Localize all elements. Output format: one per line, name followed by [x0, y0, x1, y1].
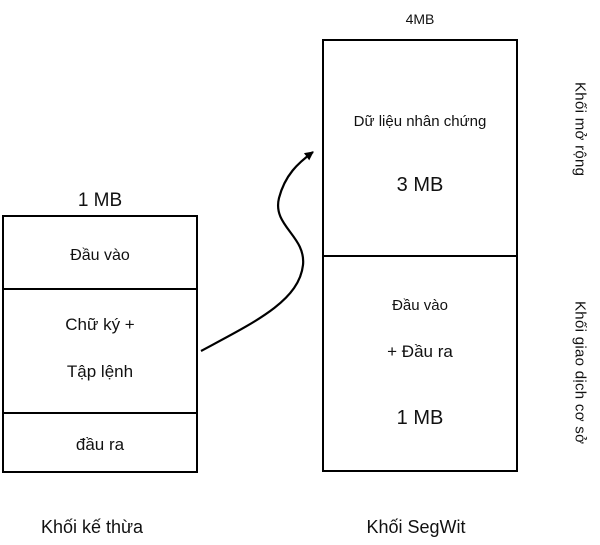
segwit-block: Dữ liệu nhân chứng 3 MB Đầu vào + Đầu ra… [322, 39, 518, 472]
witness-data-label: Dữ liệu nhân chứng [353, 113, 487, 130]
legacy-divider-1 [4, 288, 196, 290]
extension-block-side-label: Khối mở rộng [571, 82, 589, 177]
witness-data-arrow-path [200, 151, 314, 352]
legacy-divider-2 [4, 412, 196, 414]
segwit-divider [324, 255, 516, 257]
segwit-base-size: 1 MB [396, 407, 444, 429]
legacy-block-caption: Khối kế thừa [40, 517, 144, 537]
segwit-inputs-label: Đầu vào [392, 297, 448, 314]
legacy-inputs-label: Đầu vào [70, 247, 130, 264]
legacy-block: Đầu vào Chữ ký + Tập lệnh đầu ra [2, 215, 198, 473]
segwit-outputs-label: + Đầu ra [387, 342, 453, 361]
segwit-block-caption: Khối SegWit [366, 517, 466, 537]
base-transaction-block-side-label: Khối giao dịch cơ sở [571, 301, 589, 445]
legacy-size-label: 1 MB [77, 190, 123, 211]
legacy-outputs-label: đầu ra [75, 435, 125, 454]
legacy-signature-label-line1: Chữ ký + [65, 315, 135, 334]
segwit-size-label: 4MB [405, 11, 435, 27]
legacy-signature-label-line2: Tập lệnh [66, 362, 134, 381]
witness-data-size: 3 MB [396, 174, 444, 196]
